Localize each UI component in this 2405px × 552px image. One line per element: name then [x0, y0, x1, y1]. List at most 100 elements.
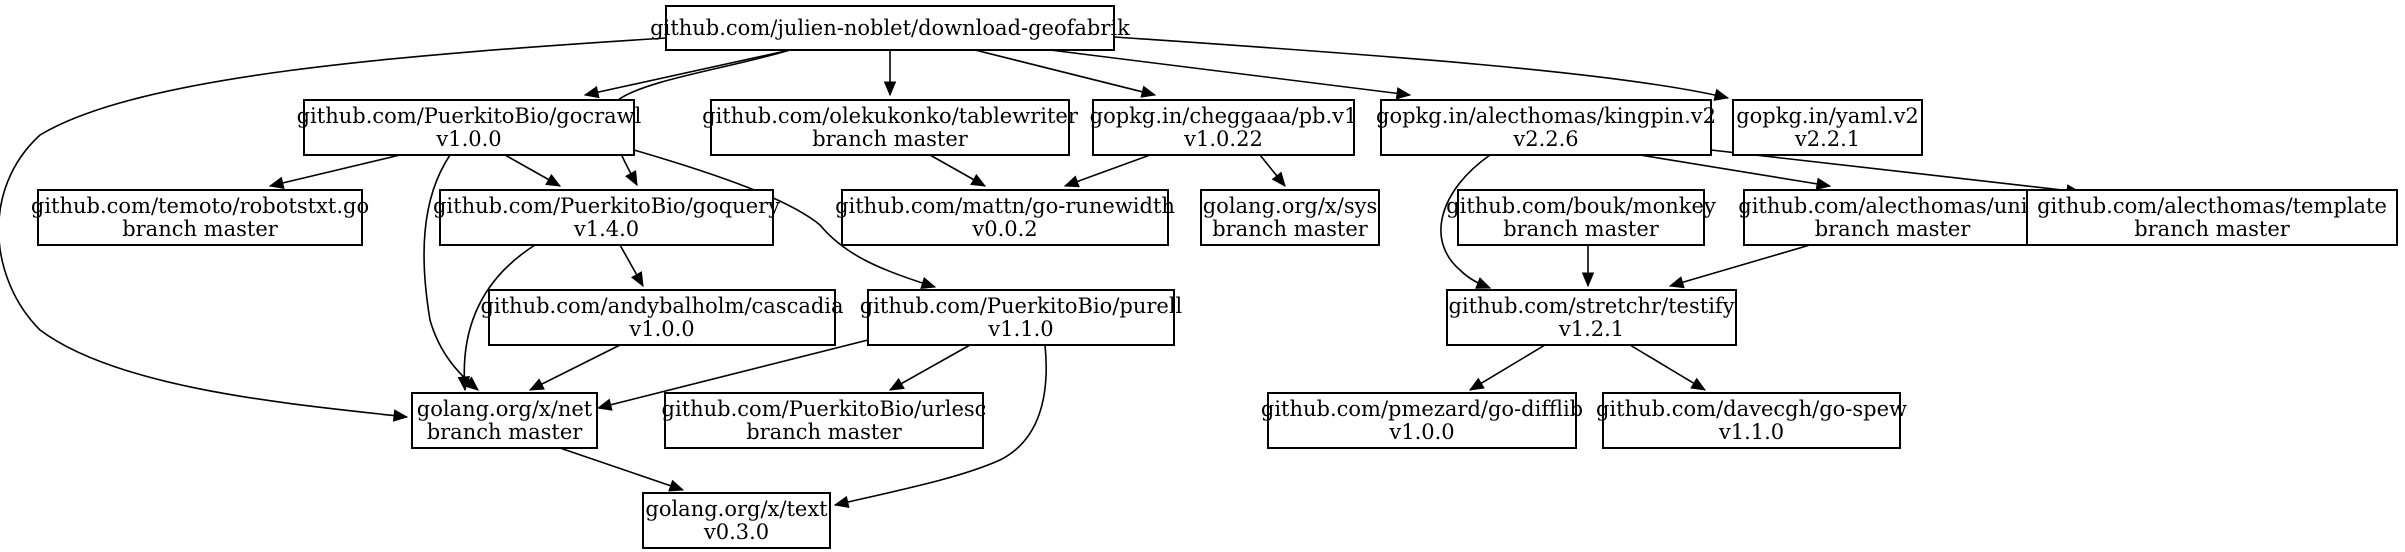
- node-version: v1.1.0: [987, 317, 1053, 341]
- edge-line: [1639, 154, 1831, 187]
- edge-kingpin-to-units: [1639, 154, 1832, 190]
- edge-line: [889, 344, 971, 391]
- edge-line: [1629, 344, 1706, 391]
- node-version: branch master: [427, 420, 584, 444]
- edge-testify-to-difflib: [1468, 344, 1546, 391]
- arrowhead: [1475, 277, 1492, 289]
- edge-root-to-kingpin: [1049, 49, 1412, 100]
- node-name: github.com/PuerkitoBio/gocrawl: [297, 104, 642, 128]
- node-name: github.com/PuerkitoBio/urlesc: [662, 397, 987, 421]
- edge-root-to-tablewriter: [883, 50, 897, 97]
- node-version: v2.2.1: [1794, 127, 1860, 151]
- node-version: v1.0.0: [1388, 420, 1454, 444]
- edge-tablewriter-to-runewidth: [929, 154, 987, 187]
- node-name: golang.org/x/text: [645, 497, 828, 521]
- edge-line: [529, 344, 621, 391]
- arrowhead: [545, 173, 562, 187]
- node-version: v1.4.0: [573, 217, 639, 241]
- arrowhead: [392, 409, 409, 422]
- node-box: [488, 289, 836, 346]
- edge-line: [1049, 49, 1411, 96]
- edge-line: [1113, 36, 1729, 99]
- arrowhead: [1713, 88, 1730, 101]
- arrowhead: [583, 85, 600, 99]
- edge-pb-to-sys: [1259, 154, 1286, 187]
- arrowhead: [1063, 175, 1080, 188]
- node-box: [1092, 99, 1355, 156]
- edge-line: [584, 49, 791, 96]
- node-box: [439, 189, 774, 246]
- edge-line: [463, 244, 536, 391]
- arrowhead: [630, 271, 644, 288]
- edge-line: [633, 149, 936, 288]
- edge-gocrawl-to-goquery: [504, 154, 562, 187]
- node-box: [411, 392, 598, 449]
- node-version: branch master: [1212, 217, 1369, 241]
- edge-testify-to-spew: [1629, 344, 1707, 391]
- node-version: v1.0.0: [628, 317, 694, 341]
- node-name: github.com/julien-noblet/download-geofab…: [650, 16, 1130, 40]
- edge-gocrawl-to-purell: [633, 149, 937, 289]
- node-version: branch master: [122, 217, 279, 241]
- node-name: github.com/davecgh/go-spew: [1596, 397, 1907, 421]
- arrowhead: [1815, 177, 1832, 190]
- node-name: golang.org/x/sys: [1203, 194, 1378, 218]
- node-tablewriter: github.com/olekukonko/tablewriterbranch …: [702, 99, 1079, 156]
- node-name: github.com/stretchr/testify: [1448, 294, 1734, 318]
- node-name: github.com/PuerkitoBio/purell: [860, 294, 1183, 318]
- arrowhead: [920, 277, 937, 289]
- node-name: github.com/andybalholm/cascadia: [480, 294, 843, 318]
- node-version: branch master: [812, 127, 969, 151]
- arrowhead: [268, 176, 285, 189]
- edge-purell-to-text: [833, 344, 1047, 509]
- arrowhead: [528, 378, 545, 391]
- edge-goquery-to-cascadia: [619, 244, 644, 288]
- node-name: gopkg.in/yaml.v2: [1736, 104, 1919, 128]
- edge-line: [1064, 154, 1151, 187]
- arrowhead: [883, 81, 897, 97]
- node-version: v1.0.0: [435, 127, 501, 151]
- arrowhead: [1690, 377, 1707, 391]
- arrowhead: [1468, 377, 1485, 391]
- edge-gocrawl-to-robotstxt: [268, 154, 401, 189]
- node-version: v0.0.2: [971, 217, 1037, 241]
- arrowhead: [1140, 85, 1157, 98]
- edge-line: [0, 37, 667, 418]
- edge-purell-to-urlesc: [888, 344, 971, 391]
- node-box: [867, 289, 1175, 346]
- node-name: gopkg.in/alecthomas/kingpin.v2: [1376, 104, 1716, 128]
- edge-line: [269, 154, 401, 187]
- node-name: github.com/olekukonko/tablewriter: [702, 104, 1079, 128]
- node-box: [2026, 189, 2398, 246]
- node-box: [710, 99, 1070, 156]
- nodes-layer: github.com/julien-noblet/download-geofab…: [31, 5, 2398, 549]
- arrowhead: [596, 398, 613, 411]
- node-box: [1380, 99, 1712, 156]
- node-box: [1446, 289, 1737, 346]
- node-box: [1200, 189, 1380, 246]
- node-name: golang.org/x/net: [417, 397, 593, 421]
- edge-goquery-to-net: [457, 244, 536, 392]
- edge-line: [1710, 149, 2081, 193]
- node-name: github.com/bouk/monkey: [1446, 194, 1716, 218]
- edge-line: [974, 49, 1156, 96]
- edge-root-to-gocrawl: [583, 49, 791, 99]
- arrowhead: [668, 479, 685, 492]
- node-name: github.com/alecthomas/units: [1738, 194, 2046, 218]
- node-name: github.com/mattn/go-runewidth: [835, 194, 1175, 218]
- node-name: gopkg.in/cheggaaa/pb.v1: [1090, 104, 1358, 128]
- arrowhead: [888, 377, 905, 391]
- node-box: [664, 392, 984, 449]
- edge-line: [559, 447, 684, 491]
- node-root: github.com/julien-noblet/download-geofab…: [650, 5, 1130, 51]
